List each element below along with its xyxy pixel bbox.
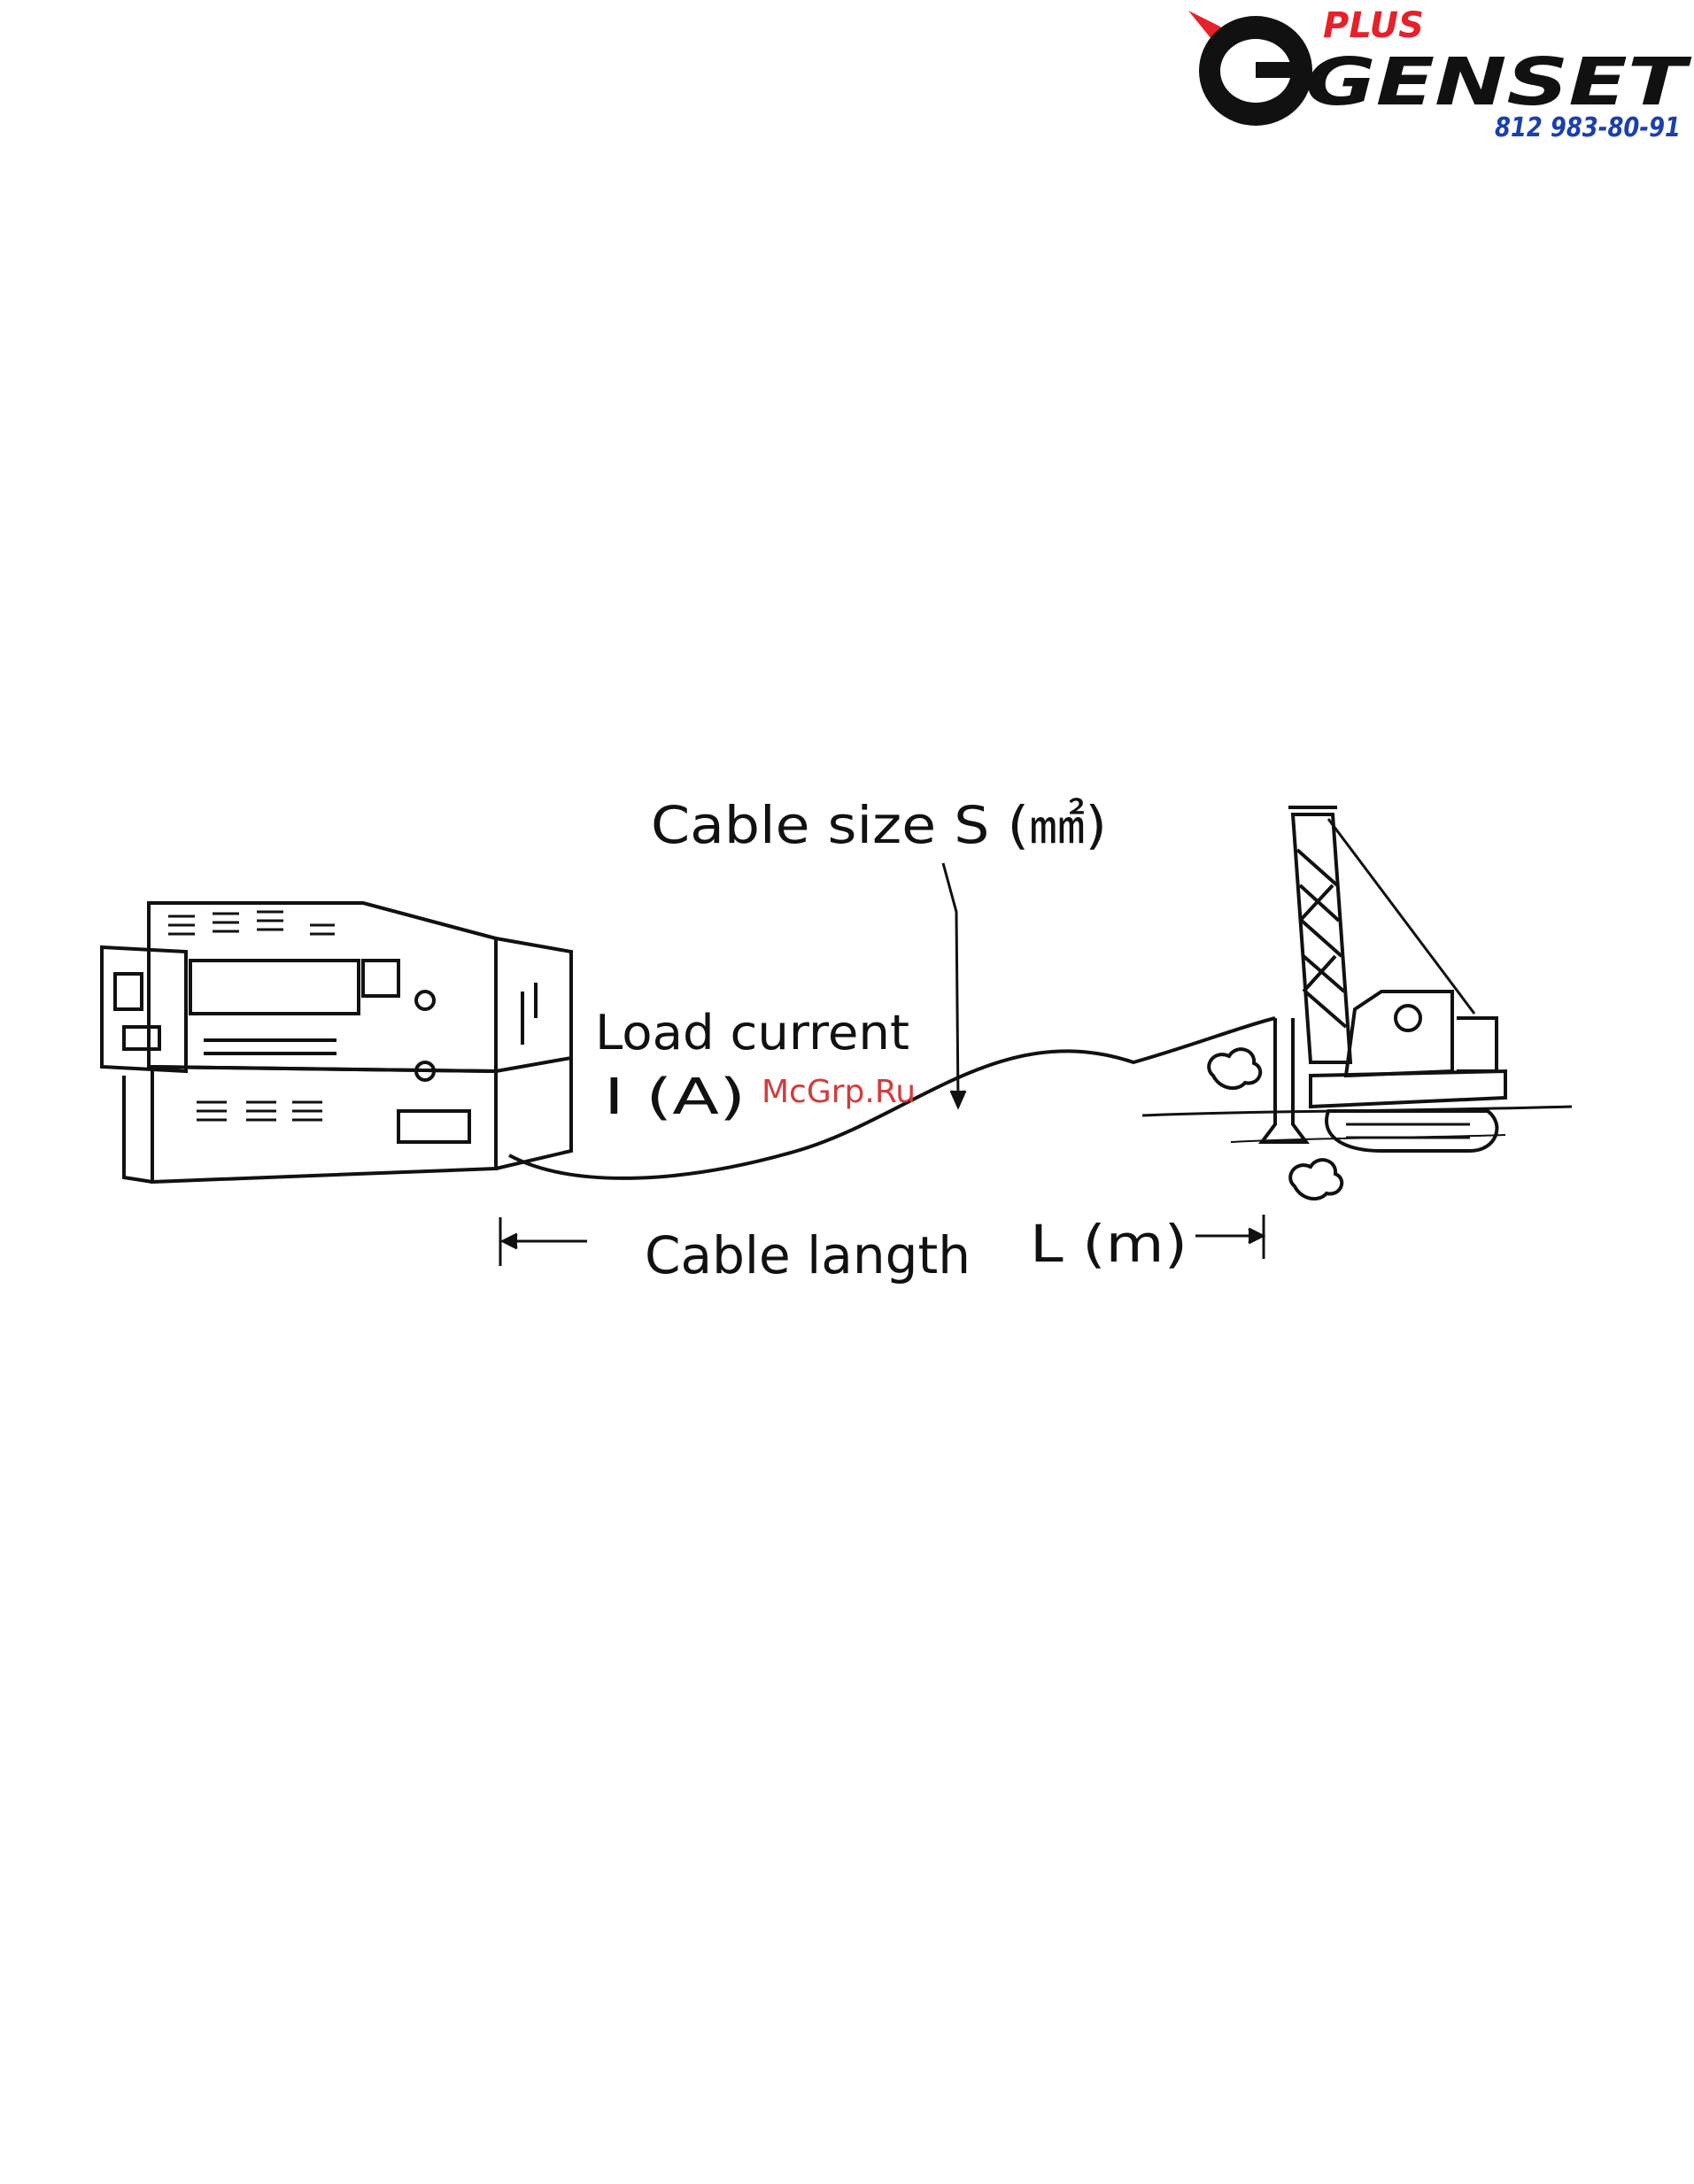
crawler-crane [1142, 807, 1572, 1199]
generator-unit [102, 903, 571, 1182]
cable-size-pointer [943, 863, 965, 1107]
logo-brand-top: PLUS [1323, 5, 1424, 46]
cable-length-unit-label: L (m) [1030, 1214, 1187, 1274]
cable-size-label: Cable size S (㎟) [651, 795, 1107, 855]
logo-brand-main: GENSET [1305, 44, 1692, 120]
load-current-label: Load current [595, 1005, 909, 1061]
arrow-head-icon [951, 1091, 965, 1107]
arrow-left-icon [503, 1234, 517, 1248]
watermark-text: McGrp.Ru [762, 1074, 916, 1110]
arrow-right-icon [1249, 1229, 1263, 1243]
logo-phone: 812 983-80-91 [1495, 112, 1681, 143]
load-current-unit-label: I (A) [604, 1069, 746, 1126]
cable-length-label: Cable langth [645, 1225, 971, 1285]
genset-logo: PLUS GENSET 812 983-80-91 [1188, 5, 1692, 143]
